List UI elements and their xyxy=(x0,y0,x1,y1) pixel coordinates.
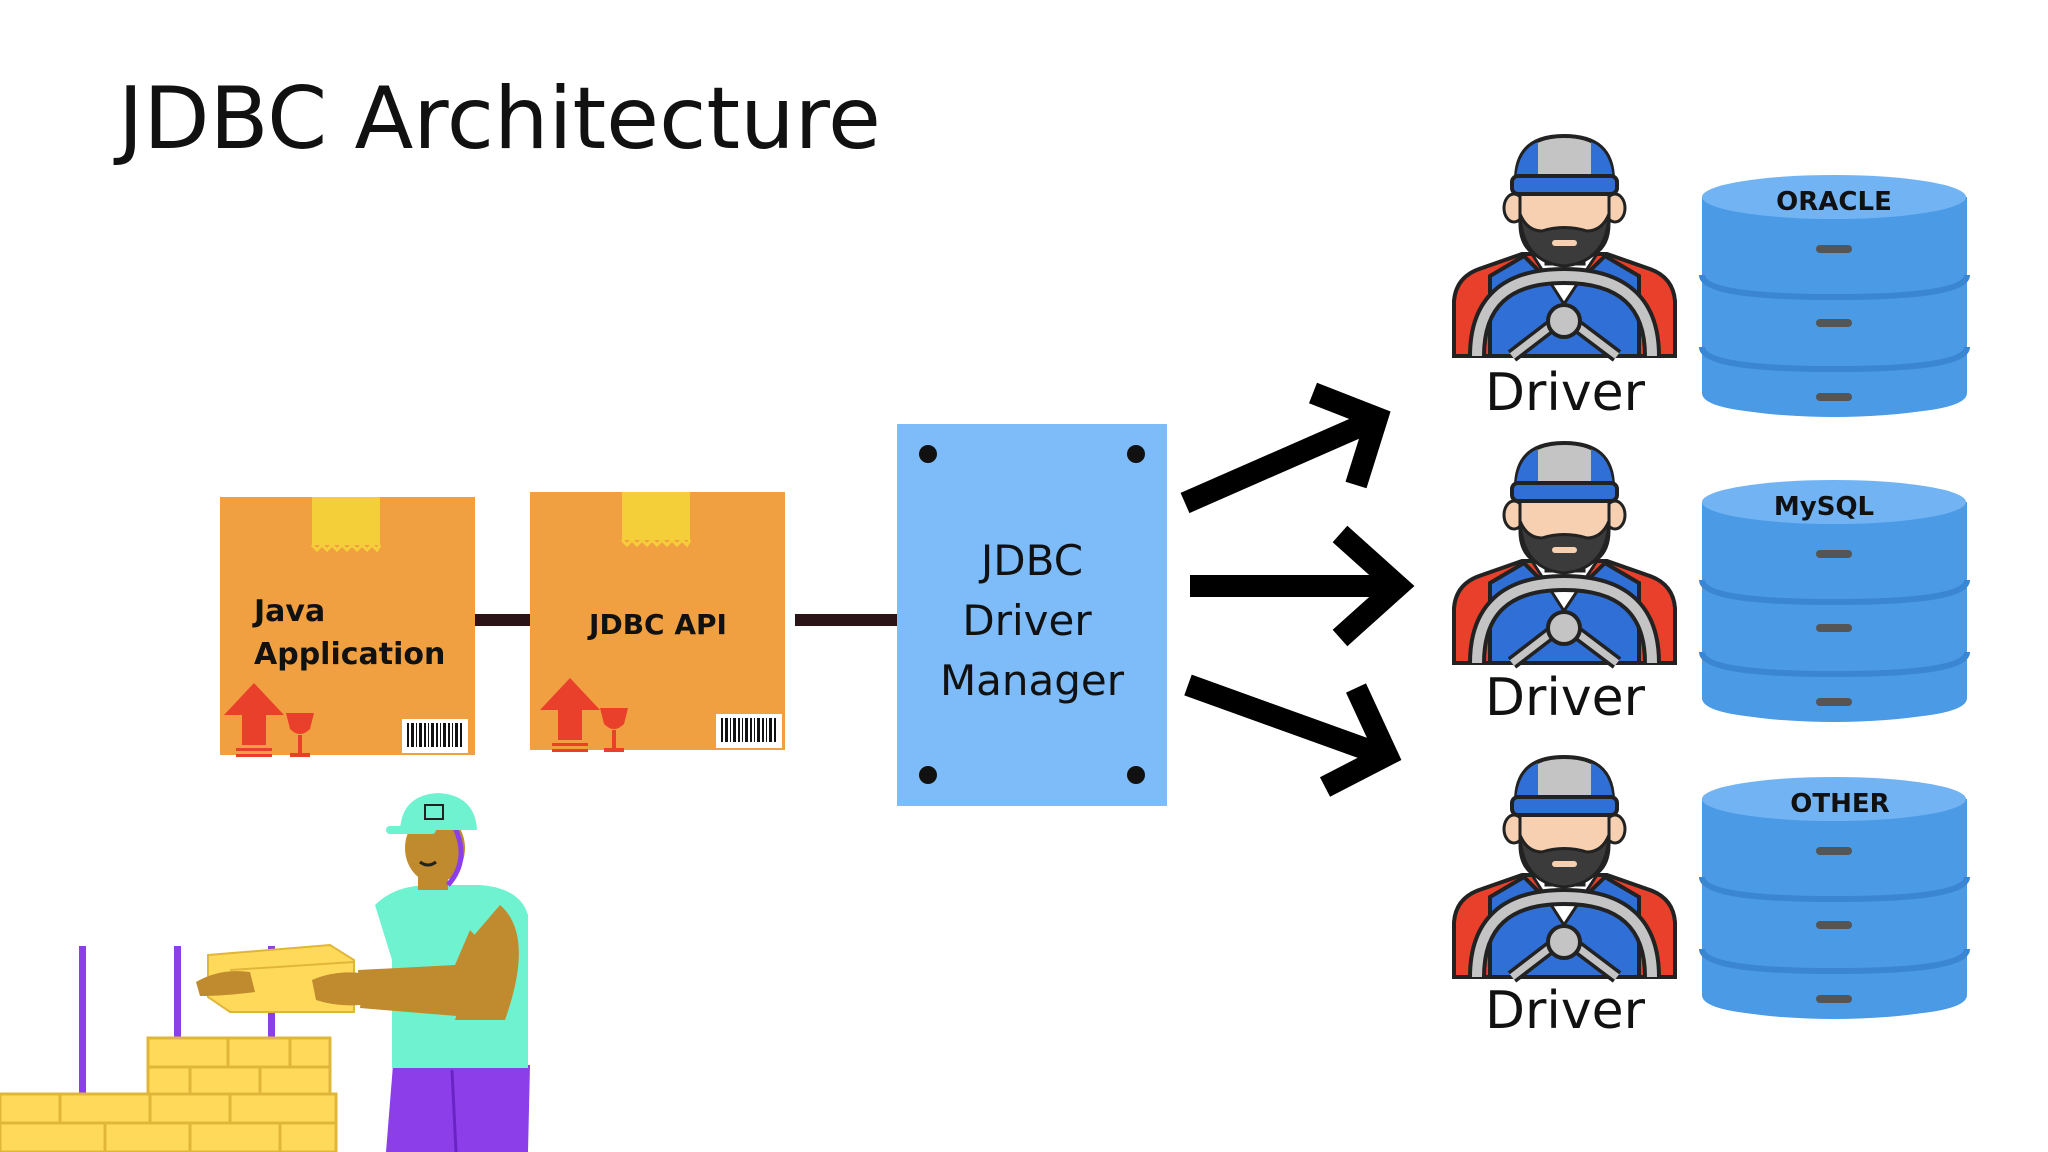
manager-label-line1: JDBC xyxy=(978,536,1083,585)
jdbc-api-label: JDBC API xyxy=(587,608,727,641)
barcode-icon xyxy=(402,719,468,753)
jdbc-driver-manager-panel: JDBC Driver Manager xyxy=(897,424,1167,806)
barcode-icon xyxy=(716,714,782,748)
worker-illustration xyxy=(0,793,530,1152)
database-mysql: MySQL xyxy=(1702,480,1967,722)
driver-label-3: Driver xyxy=(1485,981,1646,1041)
brick-wall xyxy=(0,1036,338,1152)
page-title: JDBC Architecture xyxy=(113,69,881,169)
arrow-to-driver-3 xyxy=(1184,674,1402,797)
java-application-box: Java Application xyxy=(218,495,477,757)
database-oracle: ORACLE xyxy=(1702,175,1967,417)
jdbc-api-box: JDBC API xyxy=(528,490,787,752)
driver-icon-1 xyxy=(1454,136,1675,356)
arrow-to-driver-2 xyxy=(1190,525,1415,647)
screw-icon xyxy=(919,445,937,463)
database-other: OTHER xyxy=(1702,777,1967,1019)
java-application-label-line2: Application xyxy=(254,637,445,672)
driver-label-2: Driver xyxy=(1485,668,1646,728)
driver-label-1: Driver xyxy=(1485,363,1646,423)
screw-icon xyxy=(1127,445,1145,463)
connector-api-manager xyxy=(795,614,900,626)
manager-label-line3: Manager xyxy=(940,656,1125,705)
database-label-other: OTHER xyxy=(1790,789,1889,819)
screw-icon xyxy=(919,766,937,784)
arrow-to-driver-1 xyxy=(1180,382,1391,514)
connector-app-api xyxy=(475,614,530,626)
java-application-label-line1: Java xyxy=(252,594,325,629)
driver-icon-2 xyxy=(1454,443,1675,663)
database-label-mysql: MySQL xyxy=(1774,492,1874,522)
database-label-oracle: ORACLE xyxy=(1776,187,1892,217)
driver-icon-3 xyxy=(1454,757,1675,977)
screw-icon xyxy=(1127,766,1145,784)
manager-label-line2: Driver xyxy=(962,596,1092,645)
